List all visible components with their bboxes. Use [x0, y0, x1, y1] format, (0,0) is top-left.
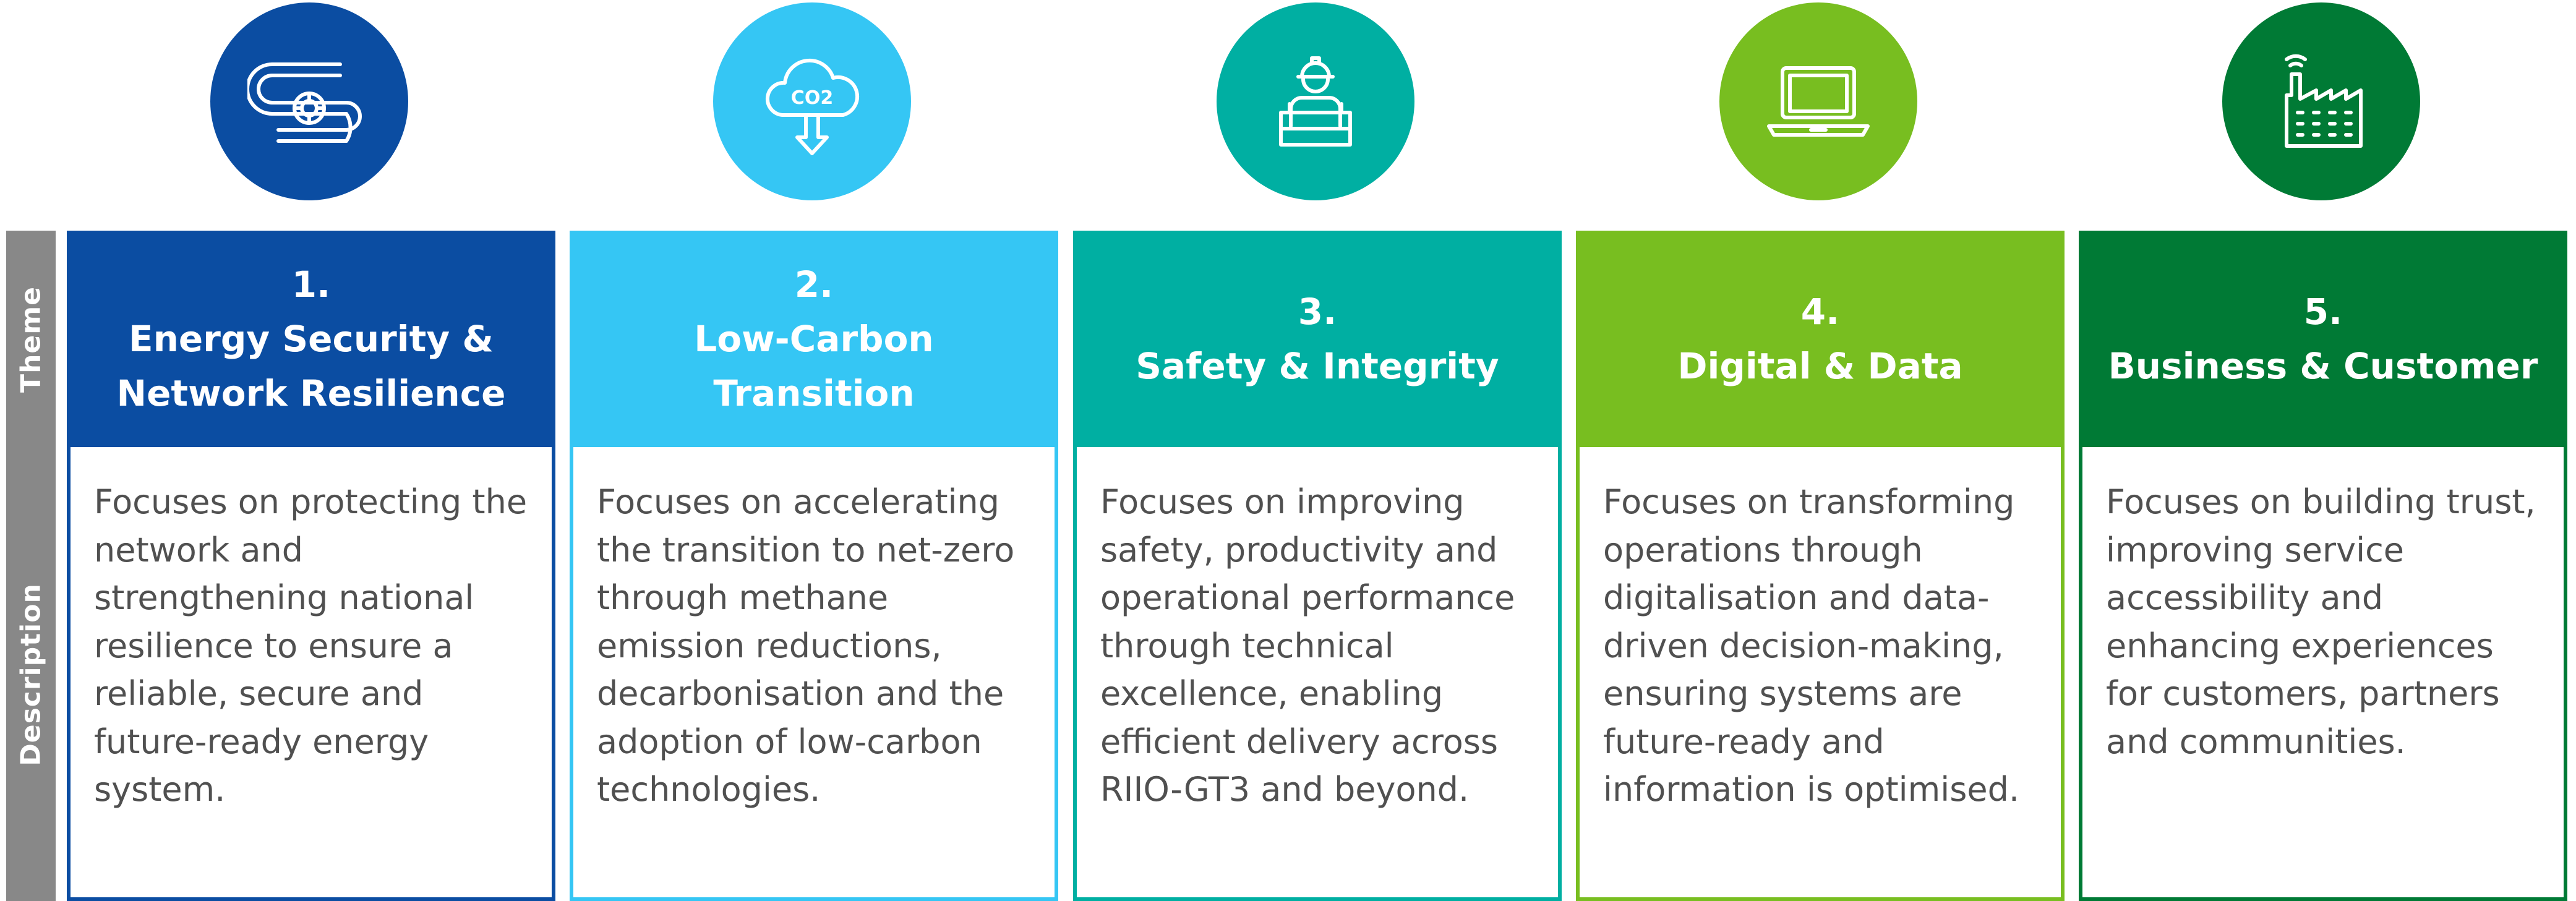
co2-cloud-down-icon: CO2: [713, 2, 911, 200]
theme-title-3-line-1: Safety & Integrity: [1136, 345, 1499, 387]
smart-factory-icon: [2222, 2, 2420, 200]
theme-column-1: 1. Energy Security & Network Resilience …: [67, 0, 555, 901]
theme-title-1-line-2: Network Resilience: [116, 372, 506, 414]
theme-title-4: 4. Digital & Data: [1576, 231, 2065, 447]
description-row-label: Description: [15, 583, 47, 766]
theme-title-5-line-1: Business & Customer: [2108, 345, 2538, 387]
theme-description-box-3: Focuses on improving safety, productivit…: [1073, 447, 1562, 901]
theme-description-box-1: Focuses on protecting the network and st…: [67, 447, 555, 901]
theme-number-1: 1.: [291, 263, 331, 305]
theme-title-1-line-1: Energy Security &: [129, 318, 494, 360]
theme-number-3: 3.: [1298, 291, 1337, 333]
theme-column-5: 5. Business & Customer Focuses on buildi…: [2079, 0, 2567, 901]
theme-title-4-line-1: Digital & Data: [1677, 345, 1963, 387]
theme-description-box-2: Focuses on accelerating the transition t…: [570, 447, 1058, 901]
engineer-hard-hat-icon: [1217, 2, 1414, 200]
theme-description-5: Focuses on building trust, improving ser…: [2106, 482, 2536, 761]
theme-number-4: 4.: [1800, 291, 1840, 333]
theme-title-3: 3. Safety & Integrity: [1073, 231, 1562, 447]
theme-title-5: 5. Business & Customer: [2079, 231, 2567, 447]
co2-icon-text: CO2: [791, 87, 833, 109]
theme-title-2-line-2: Transition: [713, 372, 915, 414]
theme-title-1: 1. Energy Security & Network Resilience: [67, 231, 555, 447]
theme-column-2: CO2 2. Low-Carbon Transition Focuses on …: [570, 0, 1058, 901]
theme-description-1: Focuses on protecting the network and st…: [94, 482, 528, 809]
theme-row-label: Theme: [15, 286, 47, 393]
pipeline-icon: [210, 2, 408, 200]
side-label-strip: Theme Description: [6, 231, 56, 901]
theme-number-5: 5.: [2303, 291, 2343, 333]
theme-title-2: 2. Low-Carbon Transition: [570, 231, 1058, 447]
theme-title-2-line-1: Low-Carbon: [694, 318, 934, 360]
theme-number-2: 2.: [794, 263, 834, 305]
laptop-icon: [1719, 2, 1917, 200]
theme-description-4: Focuses on transforming operations throu…: [1603, 482, 2020, 809]
theme-description-2: Focuses on accelerating the transition t…: [597, 482, 1015, 809]
theme-column-3: 3. Safety & Integrity Focuses on improvi…: [1073, 0, 1562, 901]
theme-description-box-5: Focuses on building trust, improving ser…: [2079, 447, 2567, 901]
theme-description-box-4: Focuses on transforming operations throu…: [1576, 447, 2065, 901]
theme-description-3: Focuses on improving safety, productivit…: [1100, 482, 1515, 809]
theme-column-4: 4. Digital & Data Focuses on transformin…: [1576, 0, 2065, 901]
